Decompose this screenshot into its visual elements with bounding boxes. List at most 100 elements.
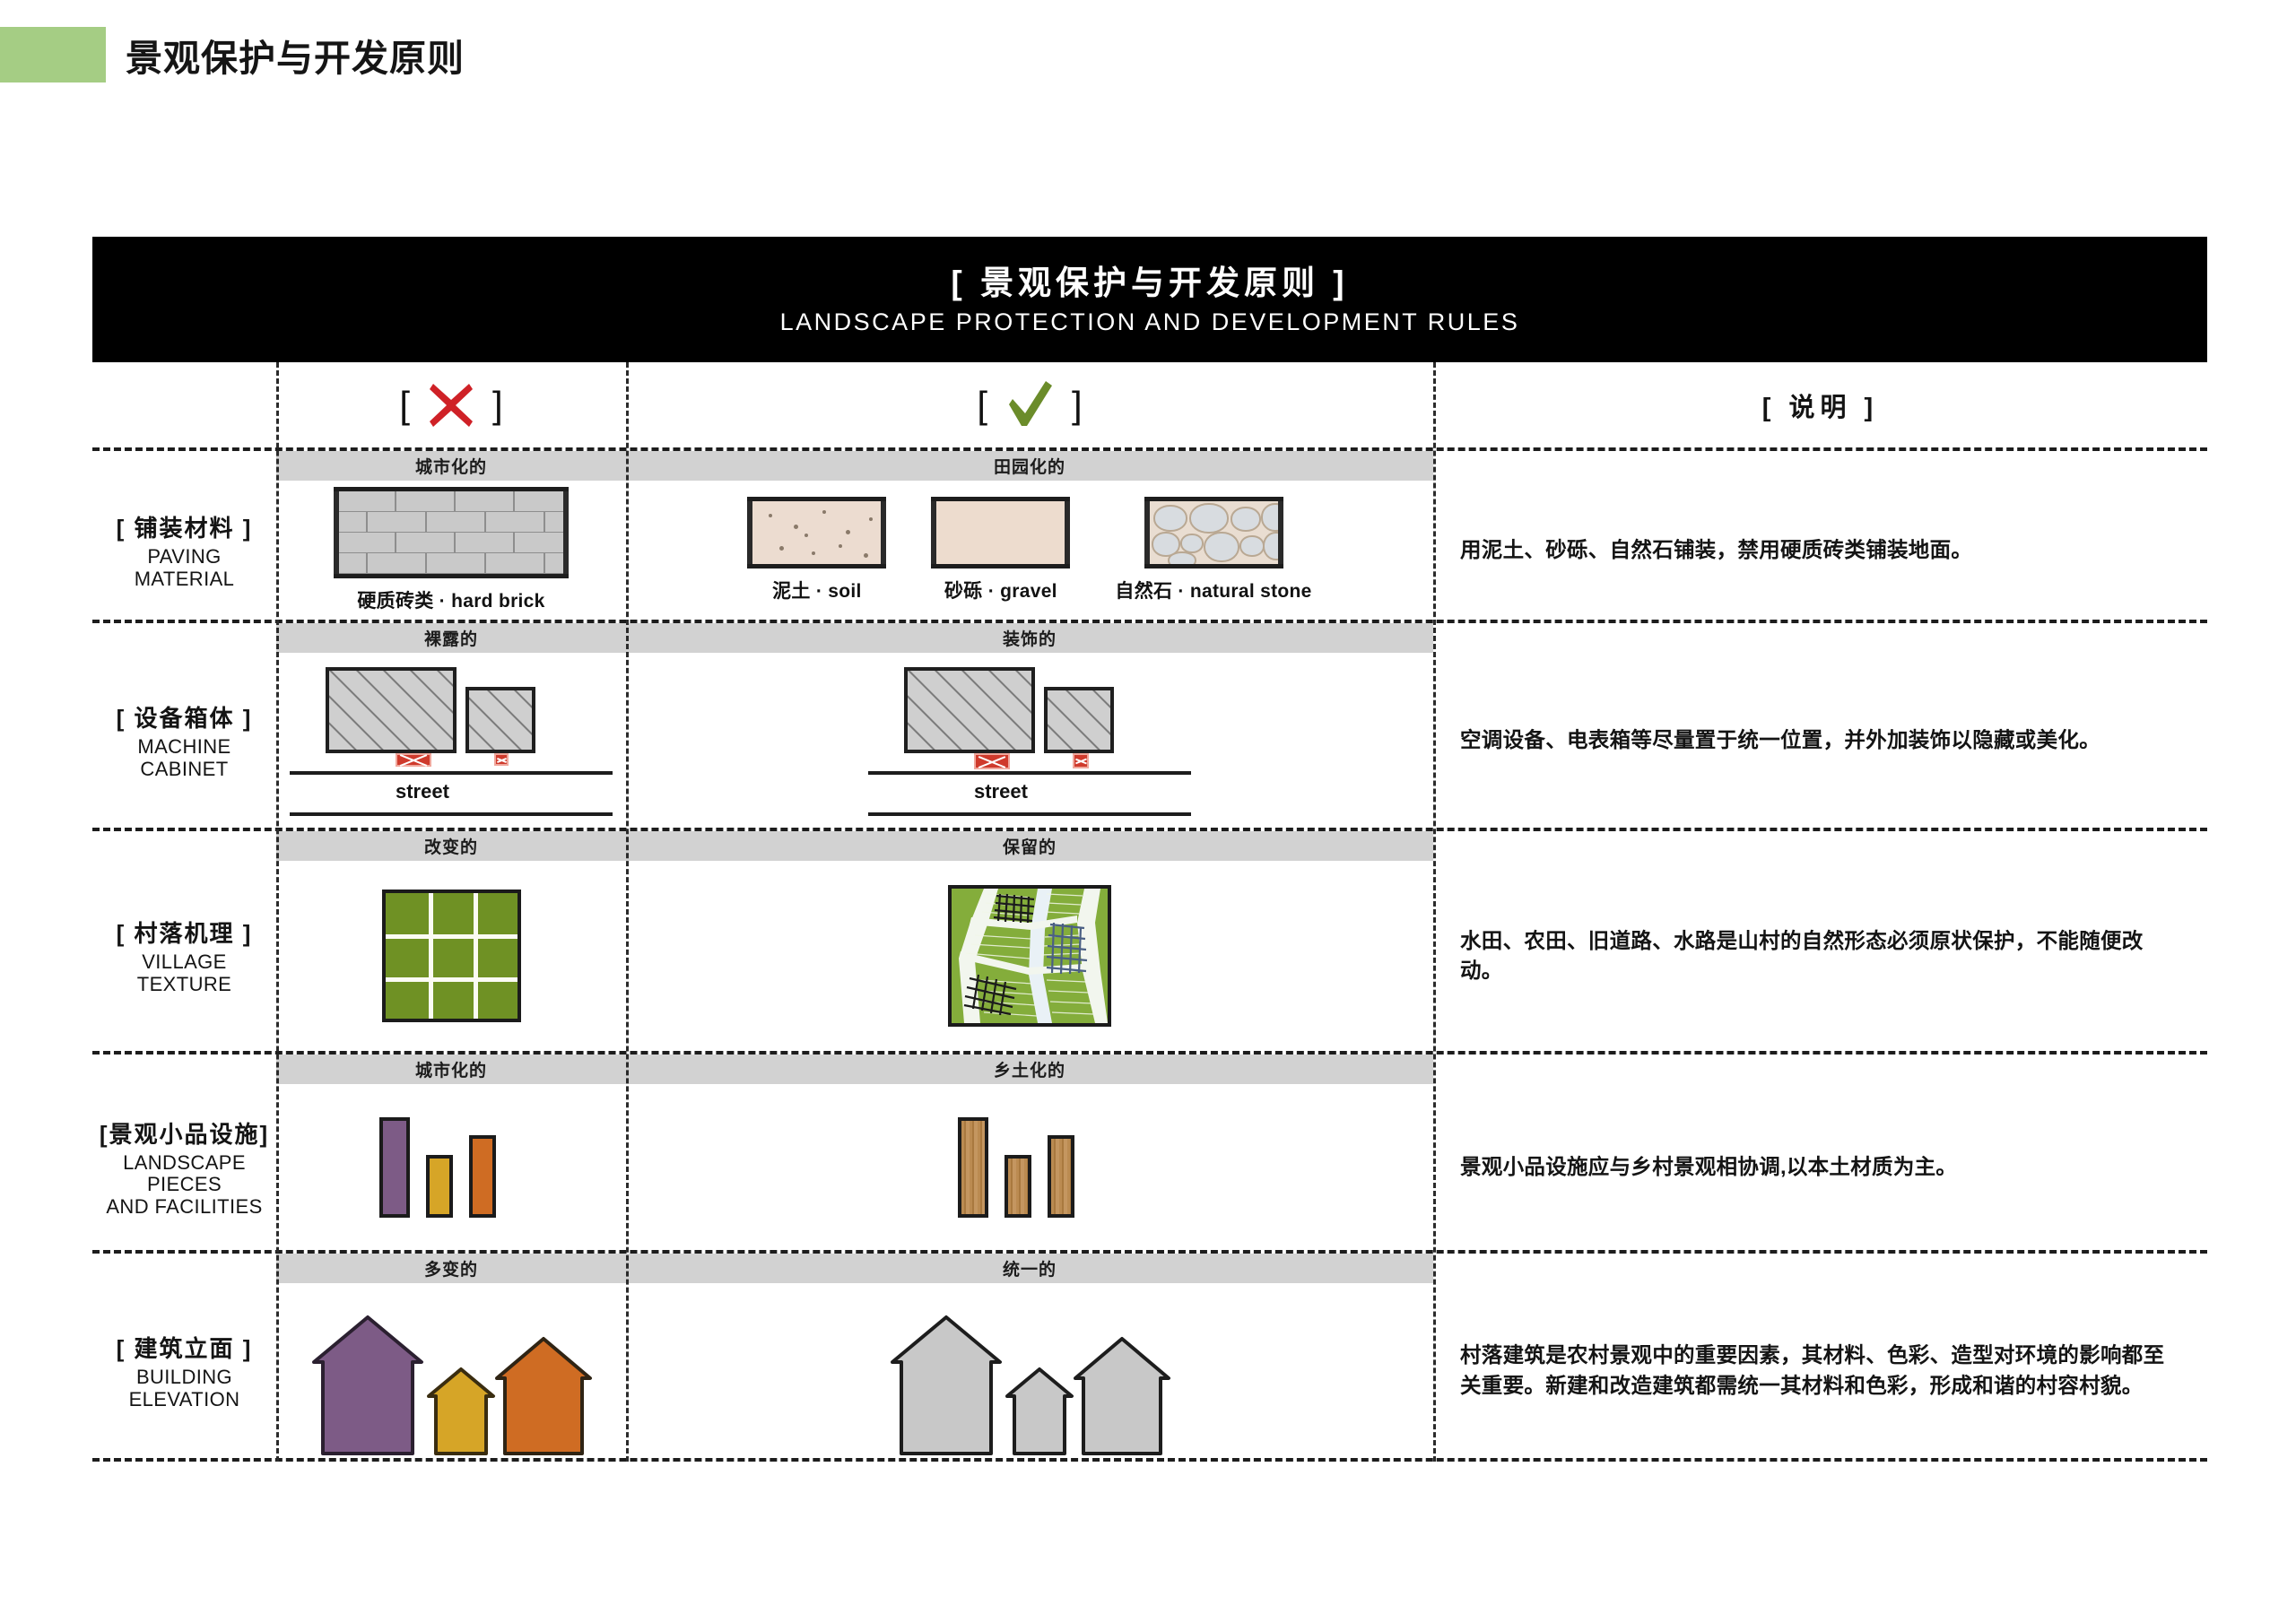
stone-texture: [1144, 501, 1283, 564]
table-title-cn: [ 景观保护与开发原则 ]: [951, 264, 1349, 301]
cabinet-small: [1044, 686, 1114, 753]
row-1-description-cell: 用泥土、砂砾、自然石铺装，禁用硬质砖类铺装地面。: [1433, 481, 2207, 620]
row-3-label: [ 村落机理 ] VILLAGE TEXTURE: [92, 861, 276, 1051]
row-5-description-cell: 村落建筑是农村景观中的重要因素，其材料、色彩、造型对环境的影响都至关重要。新建和…: [1433, 1283, 2207, 1458]
bracket-left: [: [977, 383, 987, 426]
row-4-label-en-1: LANDSCAPE: [123, 1150, 246, 1174]
soil-texture: [747, 501, 887, 564]
paving-sample-soil: 泥土 · soil: [747, 497, 887, 603]
row-3-good-band: 保留的: [626, 831, 1433, 861]
row-5-description: 村落建筑是农村景观中的重要因素，其材料、色彩、造型对环境的影响都至关重要。新建和…: [1460, 1343, 2165, 1397]
cabinet-large: [904, 666, 1035, 753]
row-3-bad-band: 改变的: [276, 831, 626, 861]
red-marker-large: [396, 752, 431, 767]
row-4-label: [景观小品设施] LANDSCAPE PIECES AND FACILITIES: [92, 1084, 276, 1250]
red-marker-small: [1073, 752, 1089, 768]
cross-icon: [426, 380, 476, 430]
table-row: [ 设备箱体 ] MACHINE CABINET: [92, 653, 2207, 828]
row-5-good-content: [626, 1283, 1433, 1458]
row-1-label-cn: [ 铺装材料 ]: [116, 514, 253, 542]
row-divider: [92, 828, 2207, 831]
row-4-bands: 城市化的 乡土化的: [92, 1055, 2207, 1084]
row-4-label-en-3: AND FACILITIES: [106, 1194, 263, 1218]
bollard-wood-short: [1004, 1154, 1031, 1218]
row-5-label-cn: [ 建筑立面 ]: [116, 1334, 253, 1362]
village-map-organic: [948, 885, 1111, 1027]
row-3-good-content: [626, 861, 1433, 1051]
cabinet-diagram-exposed: street: [290, 660, 613, 821]
page-header: 景观保护与开发原则: [0, 27, 465, 82]
row-2-good-band: 装饰的: [626, 623, 1433, 653]
rules-table: [ 景观保护与开发原则 ] LANDSCAPE PROTECTION AND D…: [92, 237, 2207, 1462]
row-5-label: [ 建筑立面 ] BUILDING ELEVATION: [92, 1283, 276, 1458]
row-4-description: 景观小品设施应与乡村景观相协调,以本土材质为主。: [1460, 1154, 1958, 1178]
column-divider-2: [626, 362, 629, 1462]
table-row: [ 建筑立面 ] BUILDING ELEVATION: [92, 1283, 2207, 1458]
bollard-purple: [379, 1116, 410, 1218]
row-4-good-band: 乡土化的: [626, 1055, 1433, 1084]
bollard-wood-tall: [958, 1116, 988, 1218]
row-5-label-en-1: BUILDING: [135, 1365, 233, 1388]
bollard-orange: [469, 1134, 496, 1218]
gravel-texture: [931, 501, 1071, 564]
row-3-bad-content: [276, 861, 626, 1051]
red-marker-small: [494, 752, 509, 766]
row-1-good-caption-3: 自然石 · natural stone: [1115, 581, 1312, 602]
band-spacer: [1433, 1254, 2207, 1283]
page-title: 景观保护与开发原则: [126, 38, 465, 79]
row-5-label-en-2: ELEVATION: [128, 1387, 240, 1410]
row-4-label-en-2: PIECES: [146, 1173, 222, 1196]
row-divider: [92, 447, 2207, 451]
column-divider-3: [1433, 362, 1436, 1462]
table-row: [景观小品设施] LANDSCAPE PIECES AND FACILITIES: [92, 1084, 2207, 1250]
red-marker-large: [974, 752, 1010, 769]
row-divider: [92, 620, 2207, 623]
row-4-bad-content: [276, 1084, 626, 1250]
row-1-label: [ 铺装材料 ] PAVING MATERIAL: [92, 481, 276, 620]
good-column-header: [ ]: [626, 379, 1433, 431]
brick-texture: [334, 491, 569, 574]
row-4-good-content: [626, 1084, 1433, 1250]
houses-varied: [303, 1310, 599, 1458]
row-1-bad-content: 硬质砖类 · hard brick: [276, 481, 626, 620]
row-divider: [92, 1250, 2207, 1254]
row-1-good-caption-1: 泥土 · soil: [772, 581, 862, 602]
row-3-description: 水田、农田、旧道路、水路是山村的自然形态必须原状保护，不能随便改动。: [1460, 928, 2144, 982]
paving-sample-natural-stone: 自然石 · natural stone: [1115, 497, 1311, 603]
bad-column-header: [ ]: [276, 380, 626, 430]
row-1-good-content: 泥土 · soil 砂砾 · gravel: [626, 481, 1433, 620]
band-spacer: [92, 623, 276, 653]
table-title-bar: [ 景观保护与开发原则 ] LANDSCAPE PROTECTION AND D…: [92, 237, 2207, 362]
paving-sample-hard-brick: 硬质砖类 · hard brick: [334, 487, 569, 613]
column-divider-1: [276, 362, 279, 1462]
row-3-label-en-1: VILLAGE: [142, 950, 227, 974]
bracket-right: ]: [1072, 383, 1083, 426]
band-spacer: [1433, 1055, 2207, 1084]
band-spacer: [1433, 623, 2207, 653]
bollard-wood-mid: [1048, 1134, 1074, 1218]
row-1-good-band: 田园化的: [626, 451, 1433, 481]
bollards-urban: [370, 1114, 532, 1221]
row-1-label-en-1: PAVING: [147, 544, 222, 568]
row-3-label-cn: [ 村落机理 ]: [116, 920, 253, 948]
row-2-bands: 裸露的 装饰的: [92, 623, 2207, 653]
band-spacer: [1433, 451, 2207, 481]
row-3-description-cell: 水田、农田、旧道路、水路是山村的自然形态必须原状保护，不能随便改动。: [1433, 861, 2207, 1051]
houses-uniform: [882, 1310, 1178, 1458]
desc-column-header: [ 说明 ]: [1433, 386, 2207, 424]
bracket-left: [: [399, 383, 410, 426]
desc-header-text: [ 说明 ]: [1761, 393, 1879, 422]
row-5-bad-content: [276, 1283, 626, 1458]
header-accent-swatch: [0, 27, 106, 82]
row-3-bands: 改变的 保留的: [92, 831, 2207, 861]
row-divider: [92, 1051, 2207, 1055]
street-line-bottom: [868, 812, 1191, 816]
row-2-description: 空调设备、电表箱等尽量置于统一位置，并外加装饰以隐藏或美化。: [1460, 727, 2100, 751]
row-2-bad-band: 裸露的: [276, 623, 626, 653]
row-5-bad-band: 多变的: [276, 1254, 626, 1283]
table-row: [ 村落机理 ] VILLAGE TEXTURE: [92, 861, 2207, 1051]
row-divider: [92, 1458, 2207, 1462]
band-spacer: [1433, 831, 2207, 861]
row-1-description: 用泥土、砂砾、自然石铺装，禁用硬质砖类铺装地面。: [1460, 537, 1973, 561]
row-1-bad-band: 城市化的: [276, 451, 626, 481]
